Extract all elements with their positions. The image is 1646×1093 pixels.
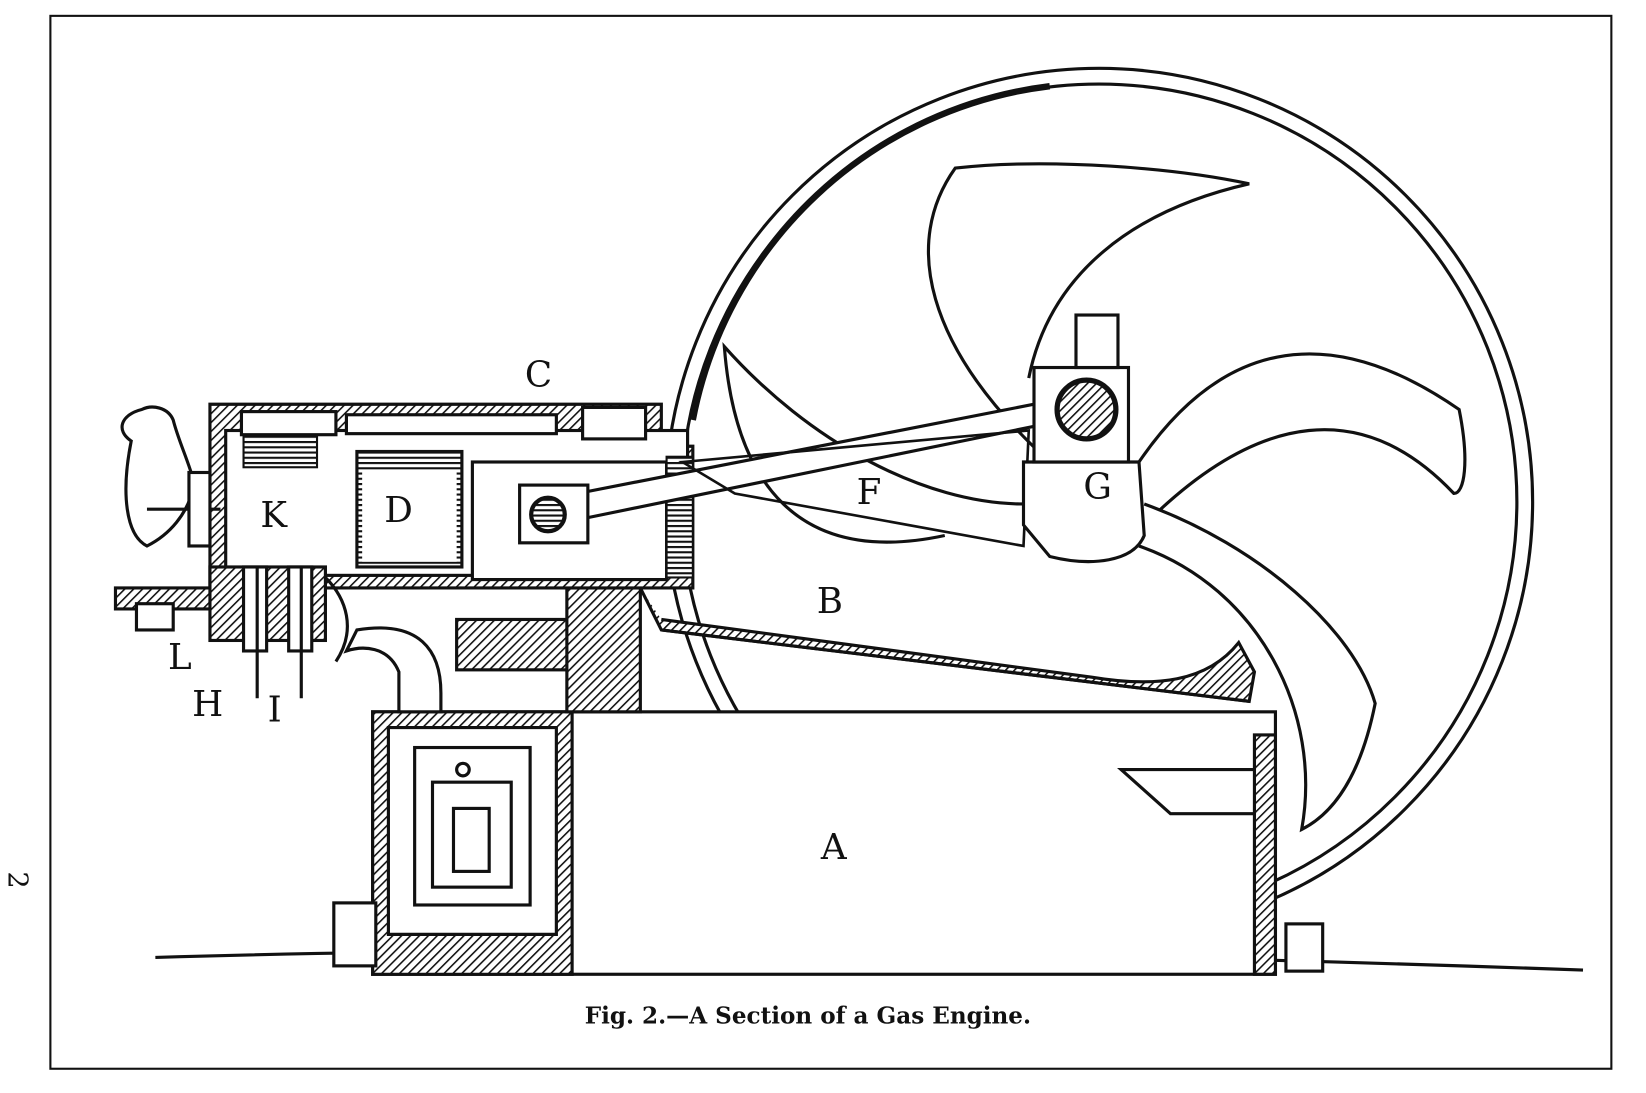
flywheel-spoke	[1137, 352, 1467, 527]
label-k: K	[260, 495, 288, 536]
base-a	[332, 710, 1325, 976]
label-i: I	[268, 689, 282, 730]
frame-b	[638, 587, 1257, 704]
flywheel-spoke	[926, 162, 1250, 464]
label-d: D	[384, 490, 413, 531]
label-a: A	[820, 827, 848, 868]
page-frame	[49, 14, 1613, 1070]
cylinder-support	[343, 626, 443, 714]
page-number: 2	[1, 871, 32, 888]
part-labels: A B C D F G H I K L	[168, 354, 1112, 867]
label-h: H	[192, 684, 223, 725]
crank-g	[1021, 313, 1146, 564]
label-c: C	[525, 354, 552, 395]
valve-gear	[113, 405, 349, 699]
figure-caption: Fig. 2.—A Section of a Gas Engine.	[585, 1003, 1031, 1030]
flywheel-spoke	[1138, 502, 1377, 833]
label-f: F	[857, 472, 882, 513]
label-l: L	[168, 637, 192, 678]
label-g: G	[1083, 467, 1112, 508]
label-b: B	[817, 581, 843, 622]
flywheel-spoke	[722, 341, 1024, 544]
